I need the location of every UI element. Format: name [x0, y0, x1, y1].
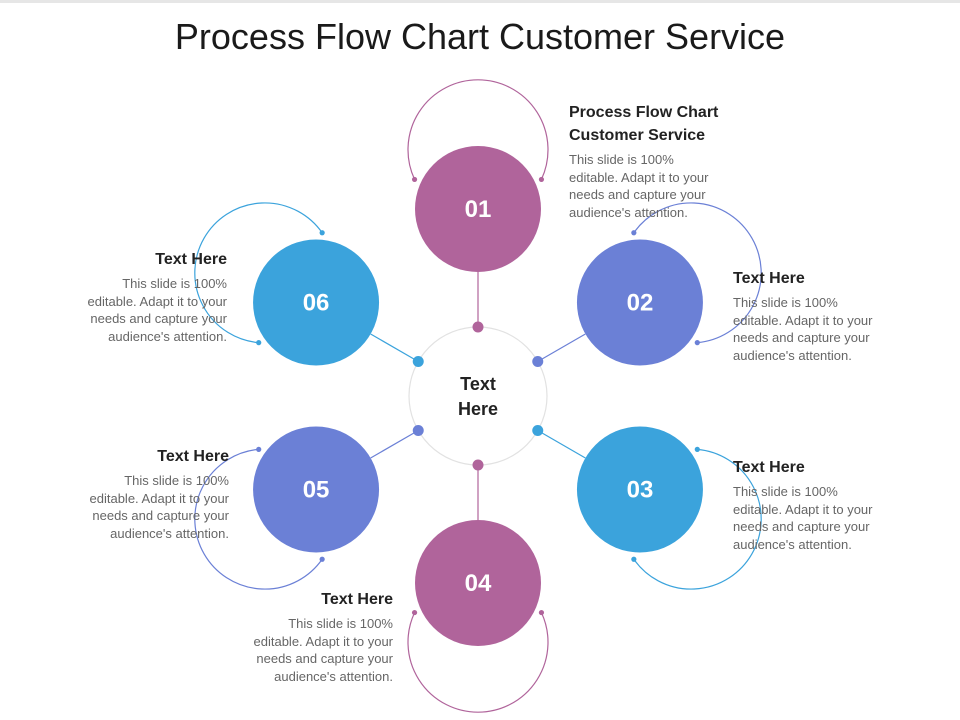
description-body: This slide is 100% editable. Adapt it to… [569, 152, 709, 220]
node-ring-arc [407, 79, 549, 180]
ring-end-dot [694, 340, 700, 346]
ring-end-dot [538, 609, 545, 616]
ring-end-dot [319, 556, 325, 562]
node-circle [253, 239, 380, 366]
description-block-02: Text Here This slide is 100% editable. A… [733, 267, 933, 364]
process-node-01: 01 [407, 79, 549, 333]
node-ring-arc [633, 202, 762, 344]
ring-end-dot [694, 446, 700, 452]
connector-line [537, 333, 586, 363]
node-circle [253, 426, 380, 553]
connector-dot [412, 356, 424, 367]
node-number: 03 [627, 477, 654, 504]
process-node-02: 02 [532, 202, 762, 367]
node-number: 02 [627, 290, 654, 317]
node-circle [576, 426, 703, 553]
connector-dot [532, 425, 544, 436]
process-node-03: 03 [532, 425, 762, 590]
description-block-01: Process Flow Chart Customer Service This… [569, 101, 789, 221]
description-heading: Process Flow Chart Customer Service [569, 104, 719, 144]
top-rule [0, 0, 960, 3]
description-block-06: Text Here This slide is 100% editable. A… [27, 248, 227, 345]
description-heading: Text Here [157, 448, 229, 465]
center-label: Text Here [457, 374, 499, 419]
process-node-05: 05 [194, 425, 424, 590]
node-number: 06 [303, 290, 330, 317]
node-circle [415, 520, 541, 646]
connector-dot [412, 425, 424, 436]
node-ring-arc [194, 448, 323, 590]
connector-line [370, 429, 419, 459]
node-ring-arc [633, 448, 762, 590]
description-block-03: Text Here This slide is 100% editable. A… [733, 456, 933, 553]
node-circle [415, 146, 541, 272]
description-body: This slide is 100% editable. Adapt it to… [253, 616, 393, 684]
ring-end-dot [411, 176, 418, 183]
process-node-06: 06 [194, 202, 424, 367]
connector-line [537, 429, 586, 459]
ring-end-dot [319, 230, 325, 236]
node-ring-arc [194, 202, 323, 344]
node-number: 05 [303, 477, 330, 504]
ring-end-dot [256, 340, 262, 346]
connector-dot [472, 321, 484, 333]
node-ring-arc [407, 612, 549, 713]
ring-end-dot [256, 446, 262, 452]
node-number: 01 [465, 196, 492, 223]
process-node-04: 04 [407, 459, 549, 713]
description-body: This slide is 100% editable. Adapt it to… [733, 295, 873, 363]
ring-end-dot [411, 609, 418, 616]
node-number: 04 [465, 570, 492, 597]
connector-dot [472, 459, 484, 471]
description-body: This slide is 100% editable. Adapt it to… [733, 484, 873, 552]
description-block-05: Text Here This slide is 100% editable. A… [29, 445, 229, 542]
description-heading: Text Here [155, 251, 227, 268]
description-body: This slide is 100% editable. Adapt it to… [87, 276, 227, 344]
connector-dot [532, 356, 544, 367]
description-block-04: Text Here This slide is 100% editable. A… [193, 588, 393, 685]
description-heading: Text Here [733, 270, 805, 287]
node-circle [576, 239, 703, 366]
description-heading: Text Here [733, 459, 805, 476]
description-heading: Text Here [321, 591, 393, 608]
description-body: This slide is 100% editable. Adapt it to… [89, 473, 229, 541]
slide-title: Process Flow Chart Customer Service [174, 16, 786, 57]
connector-line [370, 333, 419, 363]
ring-end-dot [631, 556, 637, 562]
ring-end-dot [538, 176, 545, 183]
ring-end-dot [631, 230, 637, 236]
